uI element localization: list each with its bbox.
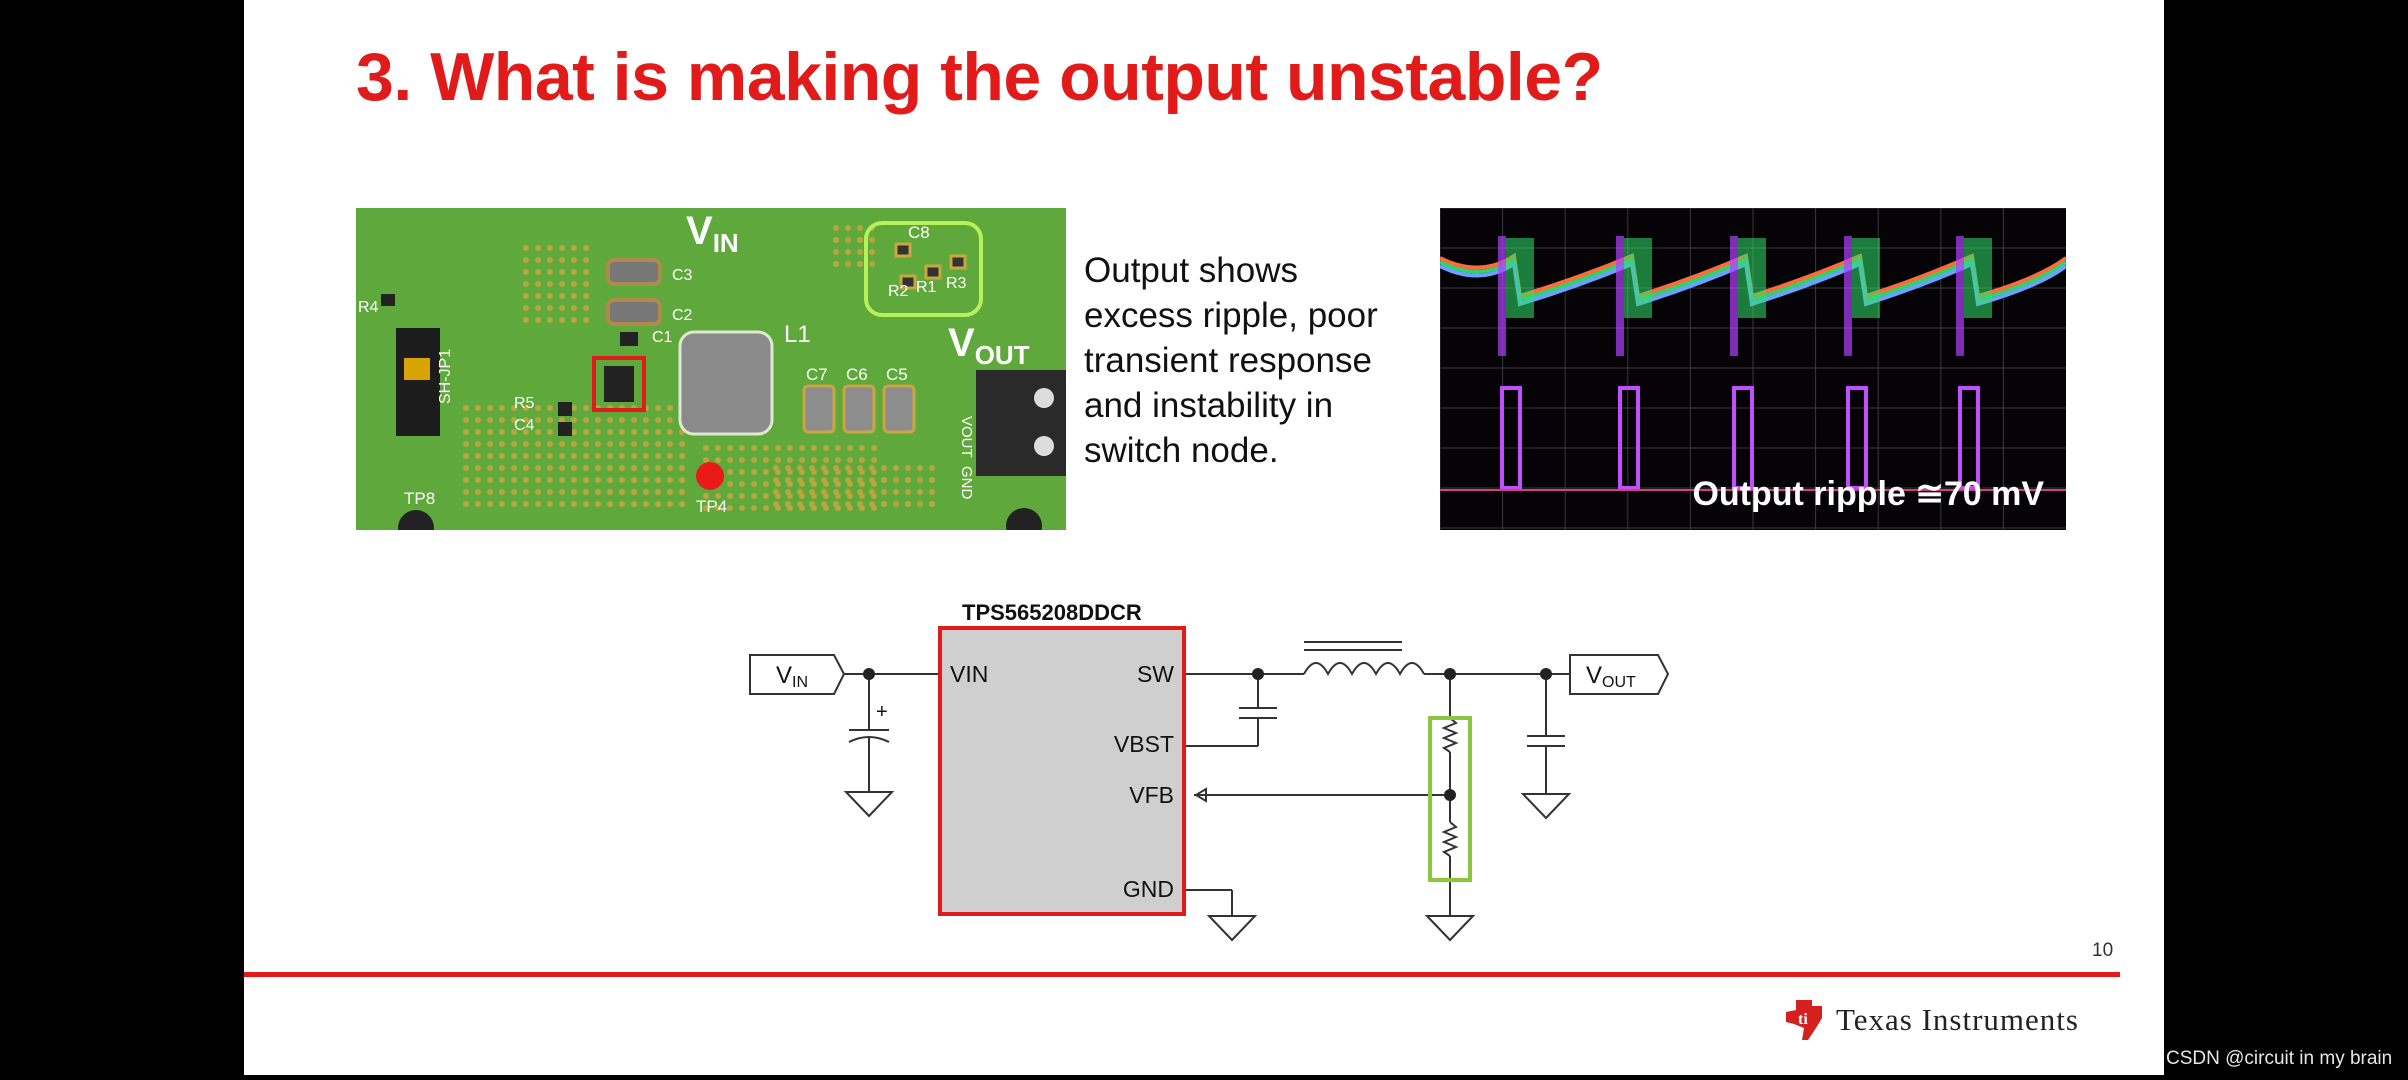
watermark: CSDN @circuit in my brain bbox=[2166, 1048, 2393, 1069]
pcb-label-c6: C6 bbox=[846, 365, 868, 384]
vin-port-label: VIN bbox=[776, 662, 808, 691]
pcb-label-c2: C2 bbox=[672, 307, 693, 324]
pcb-label-c3: C3 bbox=[672, 267, 693, 284]
pcb-label-vout: VOUT bbox=[958, 416, 975, 458]
feedback-highlight bbox=[864, 221, 983, 317]
divider-highlight bbox=[1428, 716, 1472, 882]
pcb-label-r4: R4 bbox=[358, 299, 379, 316]
ti-logo: ti Texas Instruments bbox=[1782, 998, 2079, 1042]
pcb-label-r2: R2 bbox=[888, 283, 909, 300]
slide: 3. What is making the output unstable? bbox=[244, 0, 2164, 1075]
pcb-label-r1: R1 bbox=[916, 279, 937, 296]
chip-name: TPS565208DDCR bbox=[962, 600, 1142, 625]
page-number: 10 bbox=[2092, 940, 2114, 961]
pcb-label-tp4: TP4 bbox=[696, 497, 727, 516]
pcb-photo: VIN VOUT C8 R2 R1 R3 C3 C2 C1 L1 C7 C6 C… bbox=[356, 208, 1066, 530]
pcb-label-c5: C5 bbox=[886, 365, 908, 384]
pcb-label-r5: R5 bbox=[514, 395, 535, 412]
pcb-vin-label: VIN bbox=[686, 209, 739, 258]
slide-description: Output shows excess ripple, poor transie… bbox=[1084, 251, 1378, 470]
ripple-caption: Output ripple ≅70 mV bbox=[1692, 475, 2044, 513]
vout-port bbox=[1569, 654, 1670, 695]
chip-body bbox=[938, 626, 1186, 916]
pin-vin-label: VIN bbox=[950, 661, 988, 687]
pcb-label-c7: C7 bbox=[806, 365, 828, 384]
pcb-label-c8: C8 bbox=[908, 223, 930, 242]
pcb-vout-label: VOUT bbox=[948, 321, 1030, 370]
pin-sw-label: SW bbox=[1137, 661, 1174, 687]
svg-text:ti: ti bbox=[1798, 1011, 1808, 1028]
scope-capture: Output ripple ≅70 mV bbox=[1440, 208, 2066, 530]
vout-port-label: VOUT bbox=[1586, 662, 1636, 691]
pin-vbst-label: VBST bbox=[1114, 731, 1174, 757]
pcb-label-sh-jp1: SH-JP1 bbox=[437, 349, 454, 404]
pin-vfb-label: VFB bbox=[1129, 782, 1174, 808]
pcb-label-c1: C1 bbox=[652, 329, 673, 346]
footer-rule bbox=[244, 972, 2120, 977]
cap-polarity: + bbox=[876, 701, 888, 723]
ic-highlight bbox=[592, 356, 646, 412]
pcb-drawing: VIN VOUT C8 R2 R1 R3 C3 C2 C1 L1 C7 C6 C… bbox=[358, 209, 1066, 530]
ti-logo-icon: ti bbox=[1786, 1000, 1822, 1040]
schematic: TPS565208DDCR VIN SW VBST VFB GND VIN VO… bbox=[749, 600, 1670, 942]
ti-logo-text: Texas Instruments bbox=[1836, 1002, 2079, 1037]
scope-drawing bbox=[1440, 208, 2066, 530]
pcb-label-r3: R3 bbox=[946, 275, 967, 292]
pcb-label-gnd: GND bbox=[958, 466, 975, 500]
pin-gnd-label: GND bbox=[1123, 876, 1174, 902]
vin-port bbox=[749, 654, 846, 695]
pcb-label-tp8: TP8 bbox=[404, 489, 435, 508]
slide-title: 3. What is making the output unstable? bbox=[356, 39, 1603, 115]
pcb-label-c4: C4 bbox=[514, 417, 535, 434]
pcb-label-l1: L1 bbox=[784, 321, 811, 348]
